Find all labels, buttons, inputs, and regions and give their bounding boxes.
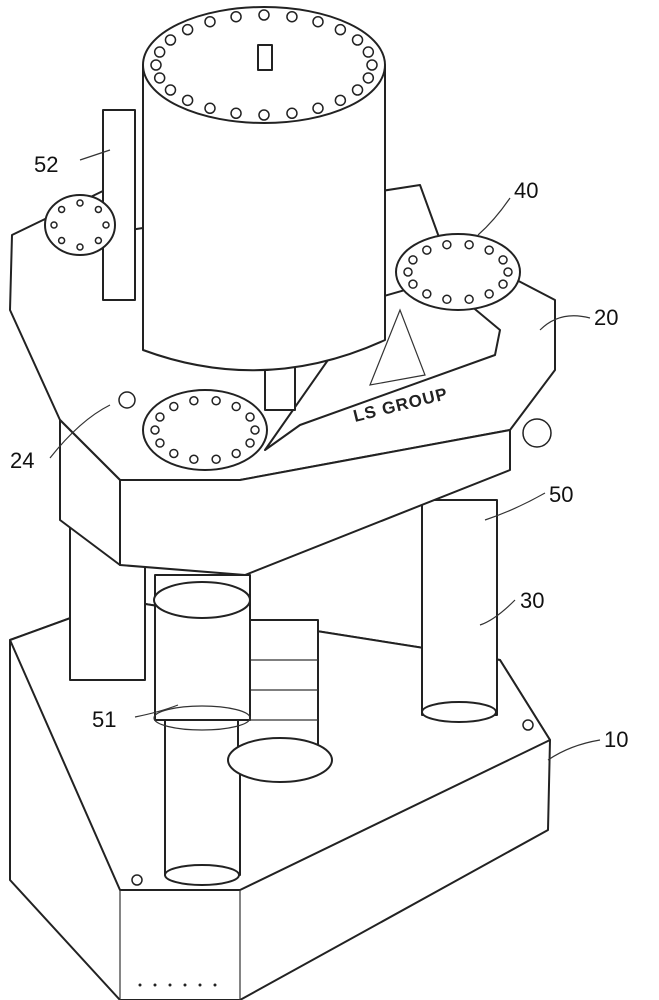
label-10: 10 xyxy=(604,727,628,752)
bolt xyxy=(232,449,240,457)
bolt xyxy=(259,10,269,20)
bolt xyxy=(183,95,193,105)
bolt xyxy=(287,12,297,22)
bolt xyxy=(353,35,363,45)
bolt xyxy=(212,397,220,405)
bolt xyxy=(313,17,323,27)
bolt xyxy=(367,60,377,70)
label-50: 50 xyxy=(549,482,573,507)
bolt xyxy=(443,295,451,303)
bolt xyxy=(205,17,215,27)
bolt xyxy=(485,290,493,298)
bolt xyxy=(151,60,161,70)
bolt xyxy=(251,426,259,434)
label-24: 24 xyxy=(10,448,34,473)
bolt xyxy=(95,238,101,244)
bolt xyxy=(363,73,373,83)
label-51: 51 xyxy=(92,707,116,732)
bolt xyxy=(156,413,164,421)
label-40: 40 xyxy=(514,178,538,203)
bolt xyxy=(190,397,198,405)
bolt xyxy=(504,268,512,276)
bolt xyxy=(165,85,175,95)
bolt xyxy=(499,280,507,288)
cylinder-51 xyxy=(154,575,250,730)
bolt xyxy=(95,206,101,212)
bolt xyxy=(59,238,65,244)
bolt xyxy=(231,12,241,22)
bolt xyxy=(190,455,198,463)
bolt xyxy=(404,268,412,276)
bolt xyxy=(423,290,431,298)
bolt xyxy=(151,426,159,434)
bolt xyxy=(485,246,493,254)
bolt xyxy=(423,246,431,254)
bolt xyxy=(59,206,65,212)
bolt xyxy=(246,413,254,421)
bolt xyxy=(246,439,254,447)
bolt xyxy=(232,403,240,411)
bolt xyxy=(287,108,297,118)
bolt xyxy=(465,241,473,249)
bolt xyxy=(335,25,345,35)
bolt xyxy=(335,95,345,105)
label-52: 52 xyxy=(34,152,58,177)
bolt xyxy=(165,35,175,45)
bolt xyxy=(103,222,109,228)
bolt xyxy=(313,103,323,113)
bolt xyxy=(51,222,57,228)
bolt xyxy=(170,449,178,457)
bolt xyxy=(499,256,507,264)
bolt xyxy=(231,108,241,118)
bolt xyxy=(363,47,373,57)
bolt xyxy=(170,403,178,411)
bolt xyxy=(205,103,215,113)
bolt xyxy=(409,280,417,288)
bolt xyxy=(259,110,269,120)
label-20: 20 xyxy=(594,305,618,330)
bolt xyxy=(155,73,165,83)
bolt xyxy=(77,244,83,250)
bolt xyxy=(77,200,83,206)
bolt xyxy=(155,47,165,57)
bolt xyxy=(183,25,193,35)
bolt xyxy=(443,241,451,249)
bolt xyxy=(465,295,473,303)
bolt xyxy=(212,455,220,463)
bolt xyxy=(353,85,363,95)
main-cylinder xyxy=(143,7,385,370)
bolt xyxy=(409,256,417,264)
label-30: 30 xyxy=(520,588,544,613)
bolt xyxy=(156,439,164,447)
